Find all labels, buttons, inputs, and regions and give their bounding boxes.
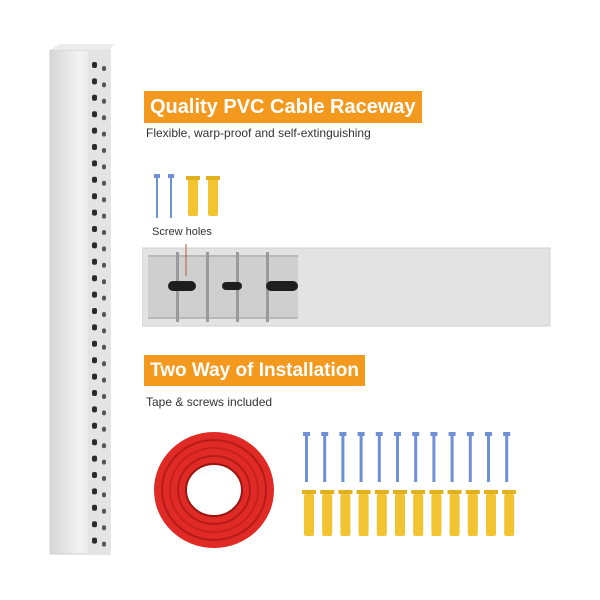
horizontal-raceway-with-screw-holes	[142, 244, 551, 327]
wall-anchors-row	[302, 490, 517, 536]
wall-anchor-icon	[484, 490, 498, 536]
adhesive-tape-roll-icon	[154, 432, 274, 548]
headline-quality-pvc-cable-raceway: Quality PVC Cable Raceway	[144, 91, 422, 123]
wall-anchor-icon	[338, 490, 353, 536]
wall-anchor-icon	[356, 490, 371, 536]
wall-anchor-icon	[502, 490, 517, 536]
headline-two-way-of-installation: Two Way of Installation	[144, 355, 365, 386]
screw-icon	[448, 432, 456, 482]
screws-row	[303, 432, 511, 482]
wall-anchor-icon	[206, 176, 220, 216]
screw-icon	[430, 432, 438, 482]
wall-anchor-icon	[429, 490, 444, 536]
wall-anchor-icon	[447, 490, 462, 536]
wall-anchor-icon	[393, 490, 407, 536]
wall-anchor-icon	[186, 176, 200, 216]
screws-and-anchors-illustration	[154, 174, 220, 218]
screw-holes-label: Screw holes	[152, 226, 212, 238]
screw-icon	[168, 174, 174, 218]
vertical-raceway-strip	[49, 44, 114, 555]
screw-icon	[503, 432, 511, 482]
wall-anchor-icon	[374, 490, 389, 536]
screw-icon	[412, 432, 420, 482]
screw-icon	[339, 432, 347, 482]
wall-anchor-icon	[411, 490, 426, 536]
subline-tape-and-screws: Tape & screws included	[146, 395, 273, 409]
screw-icon	[375, 432, 383, 482]
screw-icon	[485, 432, 492, 482]
wall-anchor-icon	[320, 490, 335, 536]
screw-icon	[303, 432, 310, 482]
screw-icon	[357, 432, 365, 482]
screw-icon	[466, 432, 474, 482]
screw-icon	[394, 432, 401, 482]
subline-flexible-warp-proof: Flexible, warp-proof and self-extinguish…	[146, 126, 371, 140]
screw-icon	[154, 174, 160, 218]
screw-icon	[321, 432, 329, 482]
wall-anchor-icon	[302, 490, 316, 536]
wall-anchor-icon	[465, 490, 480, 536]
